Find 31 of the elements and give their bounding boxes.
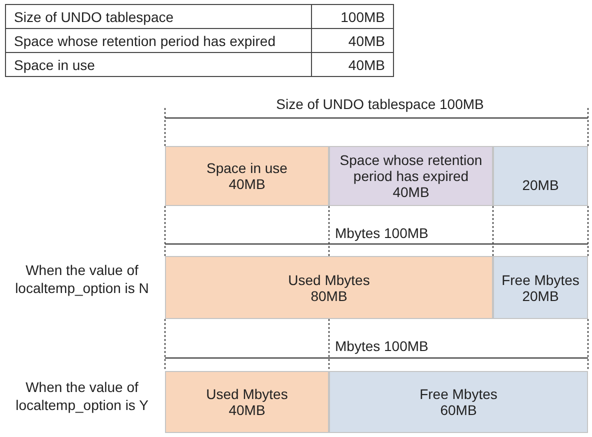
table-cell: 40MB	[312, 52, 394, 76]
table-cell: Size of UNDO tablespace	[6, 4, 312, 28]
bar-segment	[165, 146, 329, 206]
dimension-label: Mbytes 100MB	[335, 224, 428, 242]
segment-label: 20MB	[522, 177, 559, 193]
segment-value: 80MB	[310, 288, 348, 304]
segment-label: Space whose retention period has expired	[338, 152, 484, 184]
bar-segment	[165, 256, 493, 319]
segment-label: Space in use	[206, 160, 288, 176]
dimension-label: Size of UNDO tablespace 100MB	[276, 95, 484, 113]
bar-segment	[493, 256, 588, 319]
row-label: When the value of localtemp_option is Y	[14, 378, 150, 414]
bar-segment	[493, 146, 588, 206]
segment-label: Free Mbytes	[420, 386, 498, 402]
table-cell: Space whose retention period has expired	[6, 28, 312, 52]
row-label: When the value of localtemp_option is N	[14, 261, 150, 297]
segment-label: Used Mbytes	[206, 386, 288, 402]
table-cell: Space in use	[6, 52, 312, 76]
segment-value: 40MB	[228, 176, 266, 192]
bar-segment	[165, 371, 329, 433]
table-cell: 100MB	[312, 4, 394, 28]
segment-value: 20MB	[522, 288, 559, 304]
segment-value: 40MB	[228, 402, 266, 418]
segment-label: Used Mbytes	[288, 272, 370, 288]
table-cell: 40MB	[312, 28, 394, 52]
segment-value: 60MB	[440, 402, 477, 418]
bar-segment	[329, 371, 588, 433]
bar-segment	[329, 146, 493, 206]
dimension-label: Mbytes 100MB	[335, 337, 428, 355]
segment-value: 40MB	[392, 184, 430, 200]
segment-label: Free Mbytes	[502, 272, 580, 288]
